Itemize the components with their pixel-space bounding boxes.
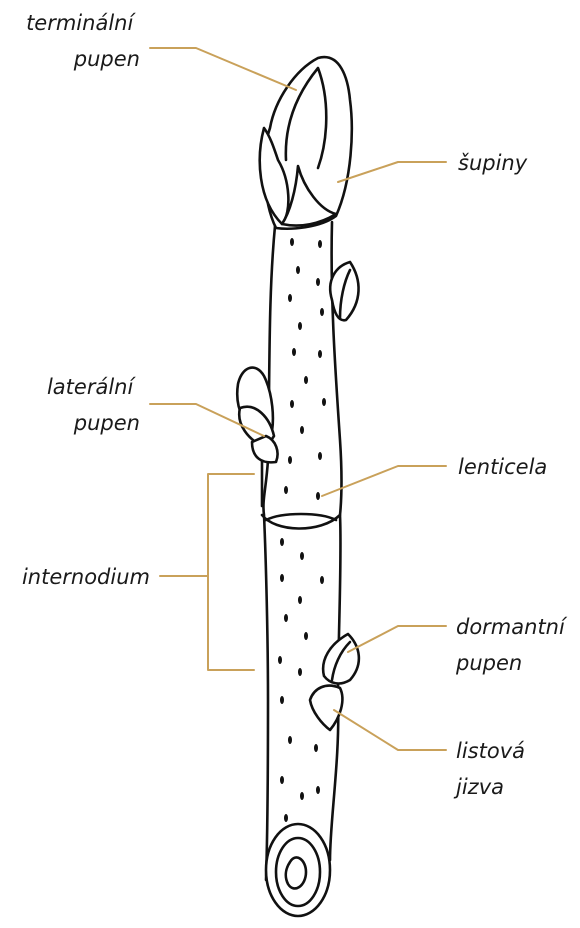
lenticel-dots <box>278 238 326 822</box>
lenticel-dot <box>280 574 284 582</box>
stem-left-edge <box>263 226 275 880</box>
lenticel-dot <box>322 398 326 406</box>
lenticel-dot <box>316 278 320 286</box>
lenticel-dot <box>320 576 324 584</box>
lenticel-dot <box>300 792 304 800</box>
lenticel-dot <box>320 308 324 316</box>
label-terminal-bud-line1: terminální <box>26 11 136 35</box>
label-scales: šupiny <box>458 151 528 175</box>
lenticel-dot <box>298 322 302 330</box>
label-leaf-scar-line2: jizva <box>453 775 504 799</box>
twig-drawing <box>237 57 359 916</box>
lenticel-dot <box>278 656 282 664</box>
lenticel-dot <box>280 696 284 704</box>
leader-dormant-bud <box>348 626 446 652</box>
lenticel-dot <box>284 814 288 822</box>
label-lenticel: lenticela <box>458 455 547 479</box>
lenticel-dot <box>300 426 304 434</box>
internode-bracket <box>208 474 254 670</box>
lenticel-dot <box>314 744 318 752</box>
lenticel-dot <box>298 668 302 676</box>
label-scales-line1: šupiny <box>458 151 528 175</box>
lenticel-dot <box>318 240 322 248</box>
lenticel-dot <box>290 400 294 408</box>
lenticel-dot <box>288 456 292 464</box>
label-dormant-bud-line1: dormantní <box>456 615 568 639</box>
label-terminal-bud-line2: pupen <box>73 47 140 71</box>
label-leaf-scar: listová jizva <box>453 739 532 799</box>
lateral-bud-base <box>252 436 278 462</box>
label-internode: internodium <box>22 565 150 589</box>
lenticel-dot <box>290 238 294 246</box>
dormant-bud-outline <box>323 634 359 683</box>
leader-leaf-scar <box>334 710 446 750</box>
lenticel-dot <box>288 294 292 302</box>
label-lenticel-line1: lenticela <box>458 455 547 479</box>
lenticel-dot <box>280 776 284 784</box>
lenticel-dot <box>298 596 302 604</box>
label-lateral-bud-line1: laterální <box>47 375 137 399</box>
lenticel-dot <box>292 348 296 356</box>
label-terminal-bud: terminální pupen <box>26 11 140 71</box>
lenticel-dot <box>288 736 292 744</box>
terminal-bud-drawing <box>260 57 352 229</box>
upper-right-bud-drawing <box>330 262 358 320</box>
lenticel-dot <box>318 452 322 460</box>
lenticel-dot <box>300 552 304 560</box>
label-lateral-bud: laterální pupen <box>47 375 140 435</box>
lenticel-dot <box>304 632 308 640</box>
label-dormant-bud: dormantní pupen <box>455 615 572 675</box>
upper-right-bud-outline <box>330 262 358 320</box>
leader-terminal-bud <box>150 48 296 90</box>
leader-scales <box>338 162 446 182</box>
lenticel-dot <box>284 486 288 494</box>
lenticel-dot <box>318 350 322 358</box>
lenticel-dot <box>280 538 284 546</box>
dormant-bud-drawing <box>310 634 359 730</box>
label-internode-line1: internodium <box>22 565 150 589</box>
lateral-bud-drawing <box>237 368 277 506</box>
lenticel-dot <box>316 492 320 500</box>
label-dormant-bud-line2: pupen <box>455 651 522 675</box>
lenticel-dot <box>284 614 288 622</box>
cut-end-drawing <box>266 824 330 916</box>
label-leaf-scar-line1: listová <box>456 739 525 763</box>
node-ring-inner <box>266 514 336 520</box>
label-lateral-bud-line2: pupen <box>73 411 140 435</box>
lenticel-dot <box>296 266 300 274</box>
lenticel-dot <box>316 786 320 794</box>
lenticel-dot <box>304 376 308 384</box>
